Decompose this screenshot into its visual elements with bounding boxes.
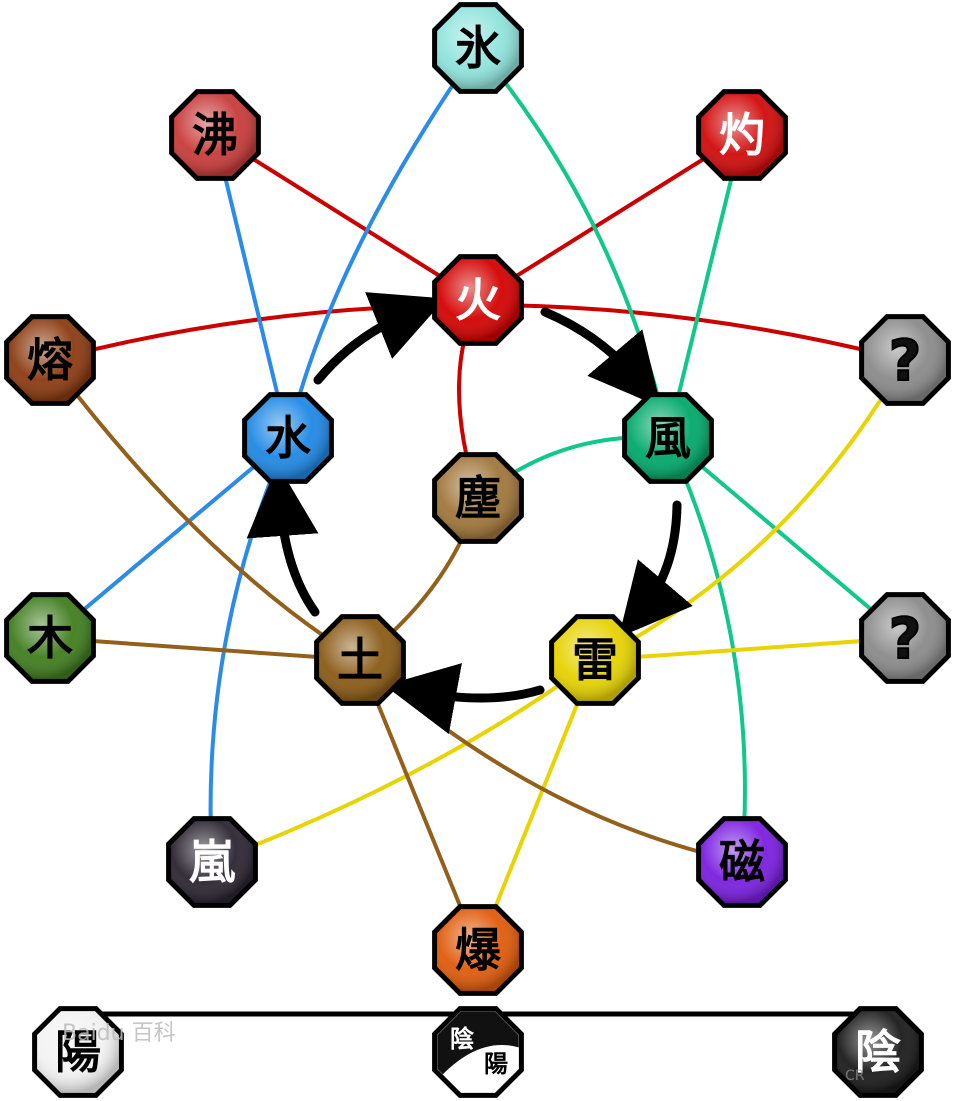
- node-yin-shine: [837, 1011, 919, 1093]
- node-lava-shine: [9, 319, 91, 401]
- node-lava: 熔: [4, 314, 96, 406]
- node-storm: 嵐: [166, 816, 258, 908]
- node-unknown2-label: ?: [889, 607, 921, 672]
- node-unknown1-shine: [864, 319, 946, 401]
- line-wood-earth: [49, 636, 361, 662]
- node-boil: 沸: [169, 89, 261, 181]
- line-wind-magnet: [666, 437, 747, 863]
- arrow-water-to-fire: [313, 292, 446, 385]
- node-ice-shine: [437, 7, 519, 89]
- line-scorch-wind: [666, 134, 744, 439]
- node-earth-label: 土: [337, 633, 383, 687]
- node-explosion: 爆: [432, 904, 524, 996]
- watermark-right: CR: [845, 1068, 865, 1084]
- node-fire-label: 火: [455, 273, 501, 327]
- node-wind-label: 風: [645, 411, 691, 465]
- node-wind: 風: [622, 392, 714, 484]
- line-boil-fire: [213, 133, 480, 302]
- line-lava-earth: [48, 358, 362, 662]
- node-water: 水: [242, 392, 334, 484]
- node-yin: 陰: [832, 1006, 924, 1098]
- node-yin-label: 陰: [855, 1025, 902, 1079]
- line-storm-lightning: [211, 658, 597, 864]
- node-magnet: 磁: [696, 816, 788, 908]
- node-wood: 木: [4, 592, 96, 684]
- arrow-earth-to-water: [246, 464, 320, 617]
- watermark-left: Baidu 百科: [62, 1021, 176, 1046]
- node-yang-label: 陽: [55, 1025, 101, 1079]
- node-ice-label: 氷: [455, 21, 501, 75]
- node-water-label: 水: [265, 411, 312, 465]
- node-storm-label: 嵐: [189, 835, 236, 889]
- yinyang-dark-half: [437, 1011, 519, 1088]
- node-wood-label: 木: [27, 611, 73, 665]
- node-dust-shine: [437, 457, 519, 539]
- node-lightning-shine: [554, 619, 636, 701]
- line-lightning-explosion: [476, 659, 597, 951]
- arrow-lightning-to-earth: [384, 663, 545, 734]
- node-storm-shine: [171, 821, 253, 903]
- arrow-wind-to-lightning: [618, 500, 693, 638]
- node-unknown1: ?: [859, 314, 951, 406]
- node-yinyang-label-yin: 陰: [450, 1025, 475, 1053]
- line-lightning-unknown2: [594, 636, 906, 662]
- node-yinyang: 陰陽: [432, 1006, 524, 1098]
- node-wind-shine: [627, 397, 709, 479]
- cycle-arrows: [246, 292, 693, 734]
- nodes-layer: 氷沸灼火熔?水風塵木?土雷嵐磁爆陽陰陽陰: [4, 2, 951, 1098]
- node-boil-label: 沸: [192, 108, 238, 162]
- node-fire-shine: [437, 259, 519, 341]
- node-wood-shine: [9, 597, 91, 679]
- node-explosion-shine: [437, 909, 519, 991]
- node-fire: 火: [432, 254, 524, 346]
- line-ice-water: [286, 46, 480, 439]
- node-magnet-label: 磁: [719, 835, 765, 889]
- node-dust-label: 塵: [455, 471, 501, 525]
- node-earth: 土: [314, 614, 406, 706]
- node-dust: 塵: [432, 452, 524, 544]
- node-unknown2: ?: [859, 592, 951, 684]
- node-unknown2-shine: [864, 597, 946, 679]
- node-earth-shine: [319, 619, 401, 701]
- node-unknown1-label: ?: [889, 329, 921, 394]
- node-boil-shine: [174, 94, 256, 176]
- node-lightning: 雷: [549, 614, 641, 706]
- line-boil-water: [213, 134, 290, 439]
- node-yang: 陽: [32, 1006, 124, 1098]
- node-ice: 氷: [432, 2, 524, 94]
- node-yinyang-label-yang: 陽: [484, 1050, 508, 1078]
- line-earth-explosion: [358, 659, 480, 951]
- node-magnet-shine: [701, 821, 783, 903]
- line-scorch-fire: [476, 133, 744, 302]
- node-lightning-label: 雷: [572, 633, 618, 687]
- node-scorch-shine: [701, 94, 783, 176]
- node-scorch: 灼: [696, 89, 788, 181]
- line-wind-unknown2: [666, 436, 907, 640]
- node-yang-shine: [37, 1011, 119, 1093]
- node-water-shine: [247, 397, 329, 479]
- arrow-fire-to-wind: [540, 307, 662, 408]
- node-lava-label: 熔: [27, 333, 73, 387]
- node-explosion-label: 爆: [455, 923, 502, 977]
- node-scorch-label: 灼: [719, 108, 765, 162]
